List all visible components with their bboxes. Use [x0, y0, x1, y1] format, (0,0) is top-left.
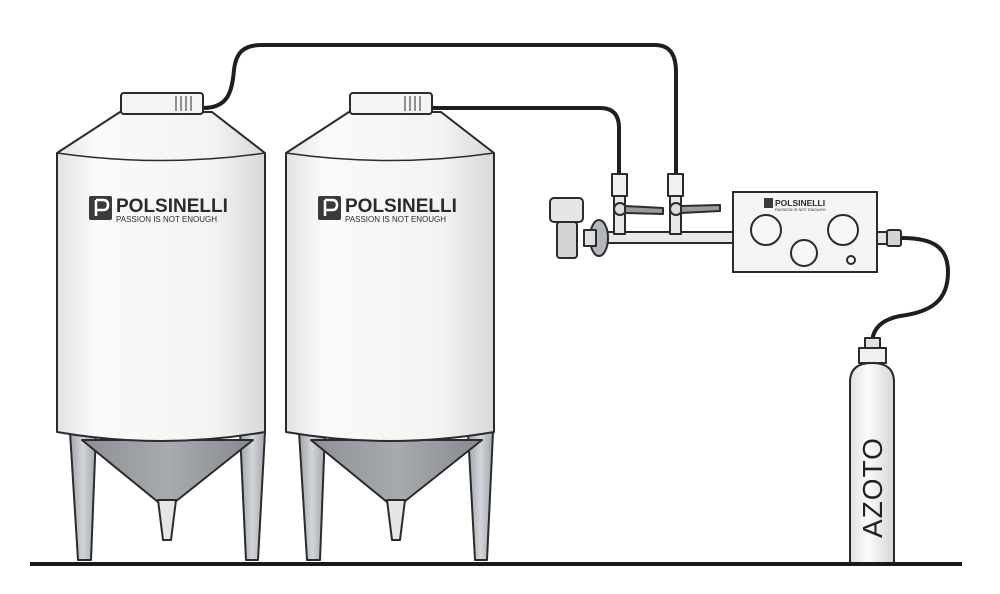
fermentation-tank-1 — [56, 92, 266, 561]
inline-filter-collar — [583, 229, 597, 247]
valve-2-handle[interactable] — [680, 204, 721, 214]
tank-2-brand-name: POLSINELLI — [345, 196, 457, 217]
nitrogen-cylinder — [849, 337, 895, 564]
control-box-brand-name: POLSINELLI — [775, 198, 825, 208]
control-box-slogan: PASSION IS NOT ENOUGH — [775, 207, 826, 212]
control-box-logo-mark-icon — [764, 198, 773, 208]
valve-manifold — [549, 173, 734, 259]
pipe-tank2-to-valve1 — [430, 106, 621, 178]
gas-control-box — [732, 191, 902, 273]
tank-1-cone — [81, 439, 254, 503]
valve-1-body — [611, 173, 628, 197]
pressure-gauge-left — [750, 214, 782, 246]
fermentation-tank-2 — [285, 92, 495, 561]
pressure-relief-stem — [556, 221, 578, 259]
tank-2-leg-left — [298, 431, 326, 561]
tank-2-logo: POLSINELLI PASSION IS NOT ENOUGH — [318, 196, 457, 224]
tank-1-leg-left — [69, 431, 97, 561]
indicator-light — [846, 255, 856, 265]
pressure-gauge-center — [790, 239, 818, 267]
tank-2-outlet — [386, 499, 406, 541]
valve-2-body — [667, 173, 684, 197]
tank-1-hatch-threads — [175, 96, 192, 111]
cylinder-neck — [858, 347, 887, 364]
pipe-regulator-to-cylinder — [870, 236, 951, 346]
tank-2-slogan: PASSION IS NOT ENOUGH — [345, 215, 446, 224]
tank-2-logo-mark-glyph-icon — [323, 198, 339, 216]
tank-1-brand-name: POLSINELLI — [116, 196, 228, 217]
tank-1-logo: POLSINELLI PASSION IS NOT ENOUGH — [89, 196, 228, 224]
control-box-logo: POLSINELLI PASSION IS NOT ENOUGH — [764, 198, 826, 212]
tank-1-shoulder-line — [56, 152, 266, 162]
outlet-nut — [886, 229, 902, 247]
tank-2-leg-right — [467, 431, 494, 561]
tank-2-top-hatch — [349, 92, 433, 115]
outlet-fitting — [876, 231, 888, 245]
tank-1-body — [56, 111, 266, 442]
tank-2-body — [285, 111, 495, 442]
cylinder-label: AZOTO — [857, 437, 888, 538]
valve-1-handle[interactable] — [624, 205, 664, 215]
tank-1-outlet — [157, 499, 177, 541]
tank-2-cone — [310, 439, 483, 503]
tank-1-leg-right — [239, 431, 266, 561]
tank-1-top-hatch — [120, 92, 204, 115]
tank-2-shoulder-line — [285, 152, 495, 162]
tank-1-logo-mark-glyph-icon — [94, 198, 110, 216]
pressure-relief-valve — [549, 197, 584, 223]
tank-2-hatch-threads — [404, 96, 421, 111]
tank-1-slogan: PASSION IS NOT ENOUGH — [116, 215, 217, 224]
gas-lines — [201, 43, 951, 346]
pipe-tank1-to-valve2 — [201, 43, 678, 178]
cylinder-body — [849, 362, 895, 564]
pressure-gauge-right — [827, 214, 859, 246]
